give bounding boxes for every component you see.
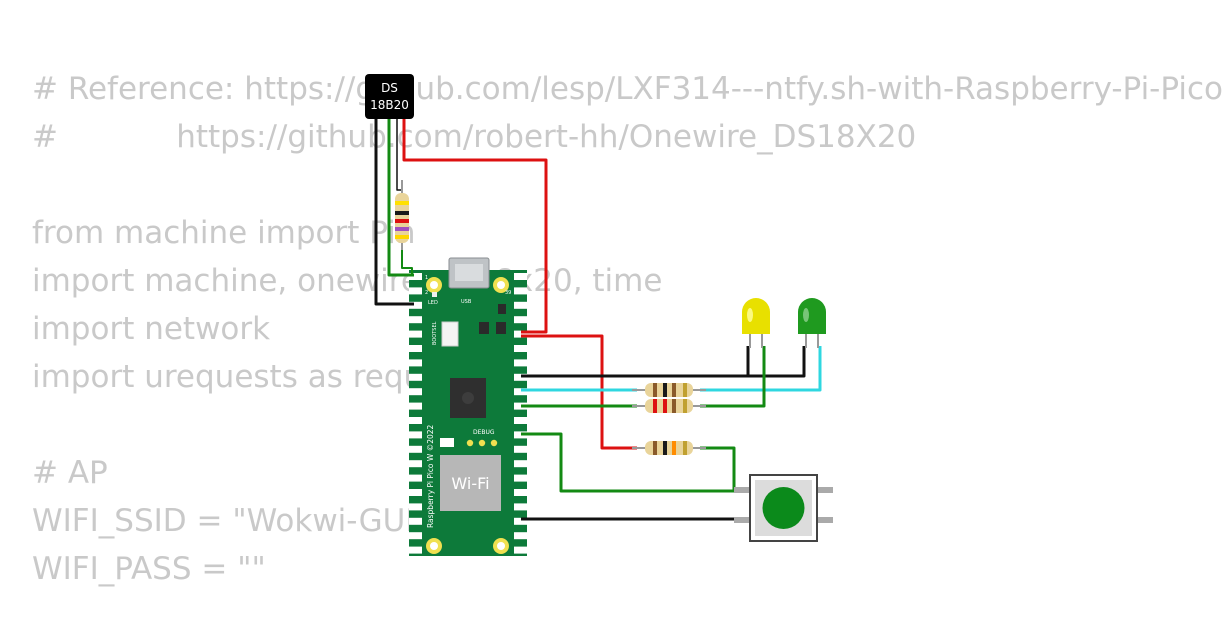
wire-resistor-3-out[interactable]	[700, 446, 736, 491]
pin-2-label: 2	[425, 290, 428, 296]
right-pin-pad[interactable]	[514, 316, 527, 324]
pin-39-label: 39	[505, 290, 511, 296]
left-pin-pad[interactable]	[409, 532, 422, 540]
usb-label: USB	[461, 299, 472, 305]
right-pin-pad[interactable]	[514, 273, 527, 280]
resistor-2[interactable]	[632, 399, 706, 413]
left-pin-pad[interactable]	[409, 546, 422, 554]
bootsel-button[interactable]	[441, 321, 459, 347]
pin-1-label: 1	[425, 275, 428, 281]
led-label: LED	[428, 300, 438, 306]
left-pin-pad[interactable]	[409, 330, 422, 338]
resistor-3[interactable]	[632, 441, 706, 455]
left-pin-pad[interactable]	[409, 273, 422, 280]
bootsel-label: BOOTSEL	[432, 321, 438, 345]
left-pin-pad[interactable]	[409, 359, 422, 367]
left-pin-pad[interactable]	[409, 474, 422, 482]
right-pin-pad[interactable]	[514, 517, 527, 525]
code-line-6: import network	[32, 311, 271, 347]
ds18b20-sensor[interactable]: DS 18B20	[365, 74, 414, 119]
onboard-led	[432, 292, 437, 297]
right-pin-pad[interactable]	[514, 489, 527, 496]
right-pin-pad[interactable]	[514, 546, 527, 554]
left-pin-pad[interactable]	[409, 517, 422, 525]
code-line-2: # https://github.com/robert-hh/Onewire_D…	[32, 119, 917, 155]
left-pin-pad[interactable]	[409, 417, 422, 424]
right-pin-pad[interactable]	[514, 345, 527, 352]
right-pin-pad[interactable]	[514, 532, 527, 540]
right-pin-pad[interactable]	[514, 417, 527, 424]
smd-chip-1	[479, 322, 489, 334]
right-pin-pad[interactable]	[514, 474, 527, 482]
left-pin-pad[interactable]	[409, 373, 422, 381]
left-pin-pad[interactable]	[409, 431, 422, 439]
left-pin-pad[interactable]	[409, 287, 422, 295]
left-pin-pad[interactable]	[409, 445, 422, 453]
wire-led-yellow-anode[interactable]	[700, 346, 766, 408]
sensor-label-2: 18B20	[370, 98, 409, 112]
left-pin-pad[interactable]	[409, 503, 422, 511]
wifi-module	[440, 455, 501, 511]
pico-w-board[interactable]: USB LED 1 2 39 BOOTSEL DEBUG Wi-Fi Raspb…	[409, 257, 527, 556]
led-yellow[interactable]	[742, 298, 770, 348]
code-line-11: WIFI_PASS = ""	[32, 551, 266, 587]
sensor-label-1: DS	[381, 81, 398, 95]
wifi-label: Wi-Fi	[451, 474, 489, 493]
left-pin-pad[interactable]	[409, 345, 422, 352]
resistor-1[interactable]	[632, 383, 706, 397]
wire-sensor-gnd[interactable]	[374, 116, 414, 306]
right-pin-pad[interactable]	[514, 431, 527, 439]
wire-pullup-bottom	[401, 246, 413, 275]
right-pin-pad[interactable]	[514, 359, 527, 367]
left-pin-pad[interactable]	[409, 388, 422, 396]
wire-pullup-top	[396, 116, 403, 191]
left-pin-pad[interactable]	[409, 301, 422, 309]
left-pin-pad[interactable]	[409, 402, 422, 410]
left-pin-pad[interactable]	[409, 489, 422, 496]
right-pin-pad[interactable]	[514, 301, 527, 309]
pullup-resistor[interactable]	[395, 180, 409, 250]
wire-sensor-data[interactable]	[387, 116, 414, 277]
right-pin-pad[interactable]	[514, 503, 527, 511]
button-cap[interactable]	[762, 487, 805, 529]
led-green[interactable]	[798, 298, 826, 348]
wire-sensor-vcc[interactable]	[402, 116, 548, 334]
right-pin-pad[interactable]	[514, 402, 527, 410]
debug-label: DEBUG	[473, 429, 495, 436]
right-pin-pad[interactable]	[514, 460, 527, 468]
right-pin-pad[interactable]	[514, 330, 527, 338]
wire-led-gnd[interactable]	[521, 346, 806, 378]
board-name-label: Raspberry Pi Pico W ©2022	[426, 424, 435, 528]
debug-pad	[440, 438, 454, 447]
left-pin-header	[409, 273, 422, 554]
wire-resistor-3[interactable]	[521, 334, 637, 450]
pushbutton[interactable]	[734, 474, 833, 542]
raspberry-logo-icon	[462, 392, 474, 404]
right-pin-pad[interactable]	[514, 373, 527, 381]
right-pin-pad[interactable]	[514, 388, 527, 396]
wire-led-green-anode[interactable]	[700, 346, 822, 392]
right-pin-header	[514, 273, 527, 554]
left-pin-pad[interactable]	[409, 316, 422, 324]
smd-chip-2	[496, 322, 506, 334]
wire-button-signal[interactable]	[521, 432, 746, 493]
right-pin-pad[interactable]	[514, 445, 527, 453]
left-pin-pad[interactable]	[409, 460, 422, 468]
code-line-9: # AP	[32, 455, 108, 491]
wires	[374, 116, 822, 521]
right-pin-pad[interactable]	[514, 287, 527, 295]
smd-chip-3	[498, 304, 506, 314]
